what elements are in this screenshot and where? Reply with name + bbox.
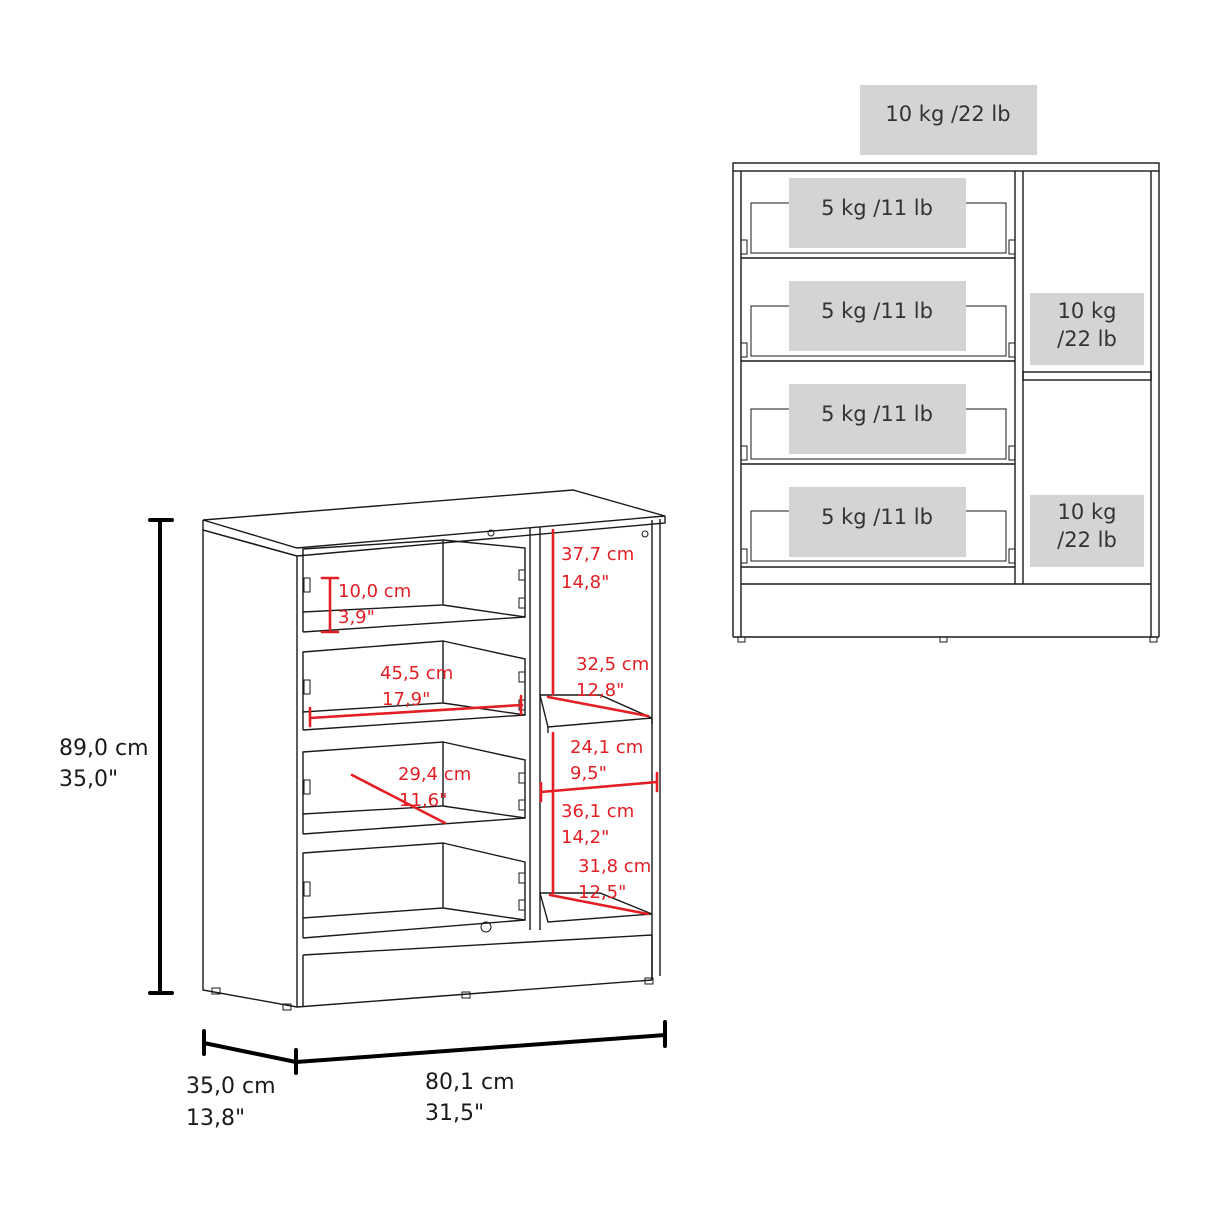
- shelf-upper-load-line1: 10 kg: [1058, 299, 1117, 323]
- depth-cm-label: 35,0 cm: [186, 1074, 276, 1099]
- drawer-depth-in-label: 11,6": [399, 790, 447, 811]
- bottom-space-in-label: 14,2": [561, 827, 609, 848]
- top-space-in-label: 14,8": [561, 572, 609, 593]
- bottom-space-cm-label: 36,1 cm: [561, 801, 634, 822]
- drawer-width-cm-label: 45,5 cm: [380, 663, 453, 684]
- shelf-depth-cm-label: 24,1 cm: [570, 737, 643, 758]
- drawer-width-in-label: 17,9": [382, 689, 430, 710]
- drawer-depth-cm-label: 29,4 cm: [398, 764, 471, 785]
- top-space-cm-label: 37,7 cm: [561, 544, 634, 565]
- overall-dimension-lines: [148, 518, 667, 1075]
- bottom-shelf-width-cm-label: 31,8 cm: [578, 856, 651, 877]
- drawer-load-box-4: [789, 487, 966, 557]
- drawer-1: [302, 539, 526, 633]
- depth-in-label: 13,8": [186, 1106, 245, 1131]
- bottom-shelf-width-in-label: 12,5": [578, 882, 626, 903]
- shelf-depth-in-label: 9,5": [570, 763, 607, 784]
- red-dimension-lines: [308, 528, 659, 916]
- width-cm-label: 80,1 cm: [425, 1070, 515, 1095]
- drawer-height-cm-label: 10,0 cm: [338, 581, 411, 602]
- shelf-width-cm-label: 32,5 cm: [576, 654, 649, 675]
- drawer-3: [302, 741, 526, 835]
- drawer-load-box-1: [789, 178, 966, 248]
- top-load-label: 10 kg /22 lb: [885, 102, 1010, 126]
- height-in-label: 35,0": [59, 767, 118, 792]
- cabinet-perspective: [202, 489, 666, 1011]
- height-cm-label: 89,0 cm: [59, 736, 149, 761]
- drawer-4: [302, 842, 526, 939]
- drawer-load-label-4: 5 kg /11 lb: [821, 505, 933, 529]
- shelf-upper-load-line2: /22 lb: [1057, 327, 1117, 351]
- drawer-load-label-3: 5 kg /11 lb: [821, 402, 933, 426]
- drawer-2: [302, 640, 526, 731]
- cabinet-front-view: [732, 85, 1160, 643]
- drawer-load-box-3: [789, 384, 966, 454]
- shelf-width-in-label: 12,8": [576, 680, 624, 701]
- drawer-load-label-1: 5 kg /11 lb: [821, 196, 933, 220]
- shelf-load-box-upper: [1030, 293, 1144, 365]
- drawer-load-label-2: 5 kg /11 lb: [821, 299, 933, 323]
- shelf-lower-load-line2: /22 lb: [1057, 528, 1117, 552]
- shelf-load-box-lower: [1030, 495, 1144, 567]
- top-load-box: [860, 85, 1037, 155]
- drawer-load-box-2: [789, 281, 966, 351]
- drawer-height-in-label: 3,9": [338, 607, 375, 628]
- width-in-label: 31,5": [425, 1101, 484, 1126]
- shelf-lower-load-line1: 10 kg: [1058, 500, 1117, 524]
